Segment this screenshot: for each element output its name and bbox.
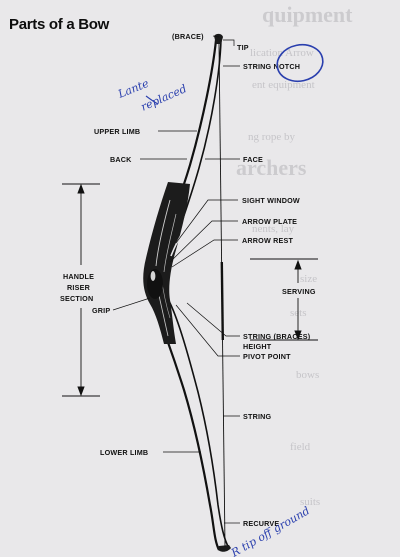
label-back: BACK <box>110 155 132 164</box>
label-arrow-rest: ARROW REST <box>242 236 294 245</box>
leader-lines <box>112 35 240 524</box>
svg-text:suits: suits <box>300 496 320 508</box>
label-arrow-plate: ARROW PLATE <box>242 217 297 226</box>
svg-text:ng rope by: ng rope by <box>248 131 296 143</box>
svg-text:archers: archers <box>236 155 307 180</box>
svg-text:quipment: quipment <box>262 2 353 27</box>
label-pivot-point: PIVOT POINT <box>243 352 291 361</box>
dimension-markers <box>62 183 318 397</box>
label-handle: HANDLE <box>63 272 94 281</box>
svg-text:nents, lay: nents, lay <box>252 223 295 235</box>
sight-window-cut <box>170 231 184 257</box>
grip-highlight <box>150 271 156 281</box>
label-string: STRING <box>243 412 272 421</box>
pen-circle-string-notch <box>276 43 324 83</box>
pen-tick-mark <box>145 95 159 105</box>
handle-riser <box>143 182 190 344</box>
svg-text:size: size <box>300 273 317 285</box>
label-height: HEIGHT <box>243 342 272 351</box>
label-recurve: RECURVE <box>243 519 279 528</box>
diagram-title: Parts of a Bow <box>9 16 110 33</box>
label-upper-limb: UPPER LIMB <box>94 127 140 136</box>
string-serving <box>220 261 224 341</box>
label-face: FACE <box>243 155 263 164</box>
label-tip: TIP <box>237 43 249 52</box>
riser-grain-2 <box>163 213 177 273</box>
label-grip: GRIP <box>92 306 110 315</box>
bow-lower-tip <box>217 545 231 552</box>
part-labels: (BRACE) TIP STRING NOTCH UPPER LIMB BACK… <box>60 32 316 528</box>
label-string-notch: STRING NOTCH <box>243 62 300 71</box>
svg-text:bows: bows <box>296 369 319 381</box>
label-lower-limb: LOWER LIMB <box>100 448 148 457</box>
label-sight-window: SIGHT WINDOW <box>242 196 300 205</box>
label-section: SECTION <box>60 294 93 303</box>
bow-illustration <box>143 33 231 552</box>
label-string-braces: STRING (BRACES) <box>243 332 311 341</box>
label-brace: (BRACE) <box>172 32 204 41</box>
label-riser: RISER <box>67 283 91 292</box>
svg-text:field: field <box>290 441 311 453</box>
riser-grain-1 <box>155 199 171 267</box>
label-serving: SERVING <box>282 287 316 296</box>
